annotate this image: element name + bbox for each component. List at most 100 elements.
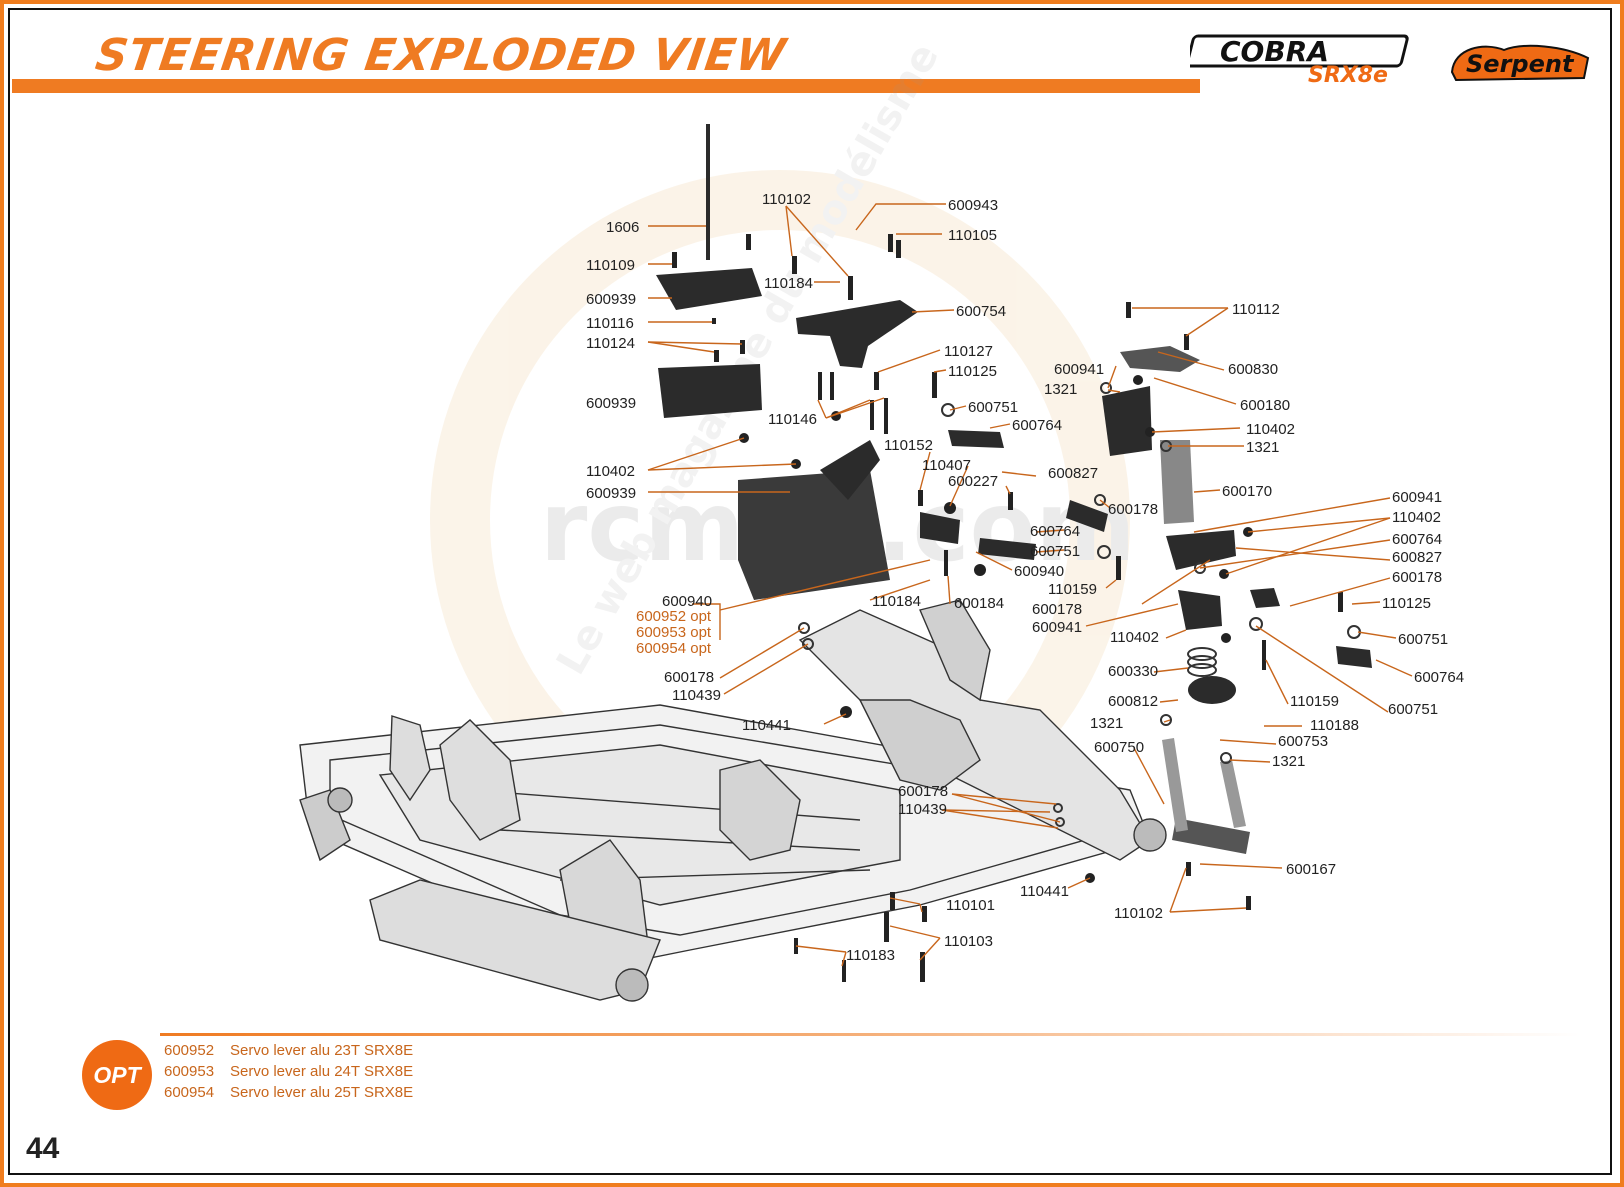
servo-horn [920,512,960,544]
part-label: 110441 [1020,883,1069,900]
part-label: 600184 [954,595,1004,612]
option-desc: Servo lever alu 24T SRX8E [230,1063,414,1080]
part-label: 600178 [1032,601,1082,618]
part-label: 600939 [586,485,636,502]
part-label: 600227 [948,473,998,490]
part-label: 110402 [1110,629,1159,646]
option-code: 600952 [164,1042,215,1059]
servo-link [978,538,1036,560]
steering-crank-right [1166,530,1236,570]
ackermann-block [1178,590,1222,630]
servo [738,470,890,600]
part-label: 110127 [944,343,993,360]
part-label: 600751 [968,399,1018,416]
cobra-logo: COBRA SRX8e [1190,34,1409,86]
ball-end-upper [1250,588,1280,608]
part-label: 600167 [1286,861,1336,878]
serpent-logo-text: Serpent [1466,50,1575,78]
part-label: 1321 [1090,715,1123,732]
parts [656,124,1372,854]
part-label: 110146 [768,411,817,428]
part-labels: 110102 600943 110105 1606 110109 110184 … [586,191,1464,964]
cobra-logo-text: COBRA [1220,35,1329,68]
servo-saver-plate [796,300,918,368]
opt-part-label: 600952 opt [636,608,712,625]
option-desc: Servo lever alu 25T SRX8E [230,1084,414,1101]
part-label: 600750 [1094,739,1144,756]
part-label: 600170 [1222,483,1272,500]
part-label: 110116 [586,315,634,332]
part-label: 110102 [762,191,811,208]
leader-lines [647,203,1413,967]
part-label: 600940 [1014,563,1064,580]
option-code: 600954 [164,1084,215,1101]
bearing-housing [1188,676,1236,704]
part-label: 110439 [898,801,947,818]
option-code: 600953 [164,1063,215,1080]
part-label: 600751 [1398,631,1448,648]
springs-and-washers [798,382,1361,827]
steering-link [948,430,1004,448]
part-label: 600812 [1108,693,1158,710]
part-label: 600939 [586,291,636,308]
steering-plate [1172,818,1250,854]
part-label: 600330 [1108,663,1158,680]
part-label: 110407 [922,457,971,474]
watermark-arc-text: Le web magazine du modélisme [548,36,948,683]
part-label: 600754 [956,303,1006,320]
title-underline-bar [12,79,1200,93]
part-label: 1321 [1044,381,1077,398]
part-label: 600753 [1278,733,1328,750]
part-label: 110184 [872,593,921,610]
part-label: 110152 [884,437,933,454]
steering-shaft-right [1220,760,1246,828]
part-label: 110402 [586,463,635,480]
part-label: 600178 [898,783,948,800]
part-label: 110402 [1246,421,1295,438]
opt-part-labels: 600952 opt 600953 opt 600954 opt [636,608,712,657]
footer-rule [160,1033,1580,1036]
steering-shaft-left [1162,738,1188,832]
part-label: 1321 [1272,753,1305,770]
part-label: 600941 [1032,619,1082,636]
part-label: 110109 [586,257,635,274]
cobra-logo-sub: SRX8e [1308,63,1388,86]
antenna-tube [706,124,710,260]
part-label: 600178 [1108,501,1158,518]
part-label: 600940 [662,593,712,610]
option-row: 600953 Servo lever alu 24T SRX8E [164,1061,413,1082]
part-label: 110103 [944,933,993,950]
part-label: 600943 [948,197,998,214]
part-label: 600751 [1030,543,1080,560]
steering-crank-left [1102,386,1152,456]
steering-post [1160,440,1194,524]
part-label: 600178 [664,669,714,686]
page-inner-border [8,8,1612,1175]
part-label: 600178 [1392,569,1442,586]
part-label: 110159 [1290,693,1339,710]
part-label: 600764 [1030,523,1080,540]
part-label: 600764 [1392,531,1442,548]
option-row: 600954 Servo lever alu 25T SRX8E [164,1082,413,1103]
opt-badge: OPT [82,1040,152,1110]
part-label: 110441 [742,717,791,734]
part-label: 600180 [1240,397,1290,414]
receiver-box-lid [656,268,762,310]
part-label: 1606 [606,219,639,236]
option-desc: Servo lever alu 23T SRX8E [230,1042,414,1059]
servo-arm [820,440,880,500]
part-label: 110188 [1310,717,1359,734]
part-label: 600827 [1392,549,1442,566]
part-label: 600764 [1414,669,1464,686]
screws [672,234,1343,982]
part-label: 110159 [1048,581,1097,598]
chassis-drawing [299,599,1167,1002]
part-label: 600764 [1012,417,1062,434]
part-label: 110125 [1382,595,1431,612]
part-label: 110112 [1232,301,1280,318]
part-label: 600941 [1392,489,1442,506]
part-label: 110102 [1114,905,1163,922]
